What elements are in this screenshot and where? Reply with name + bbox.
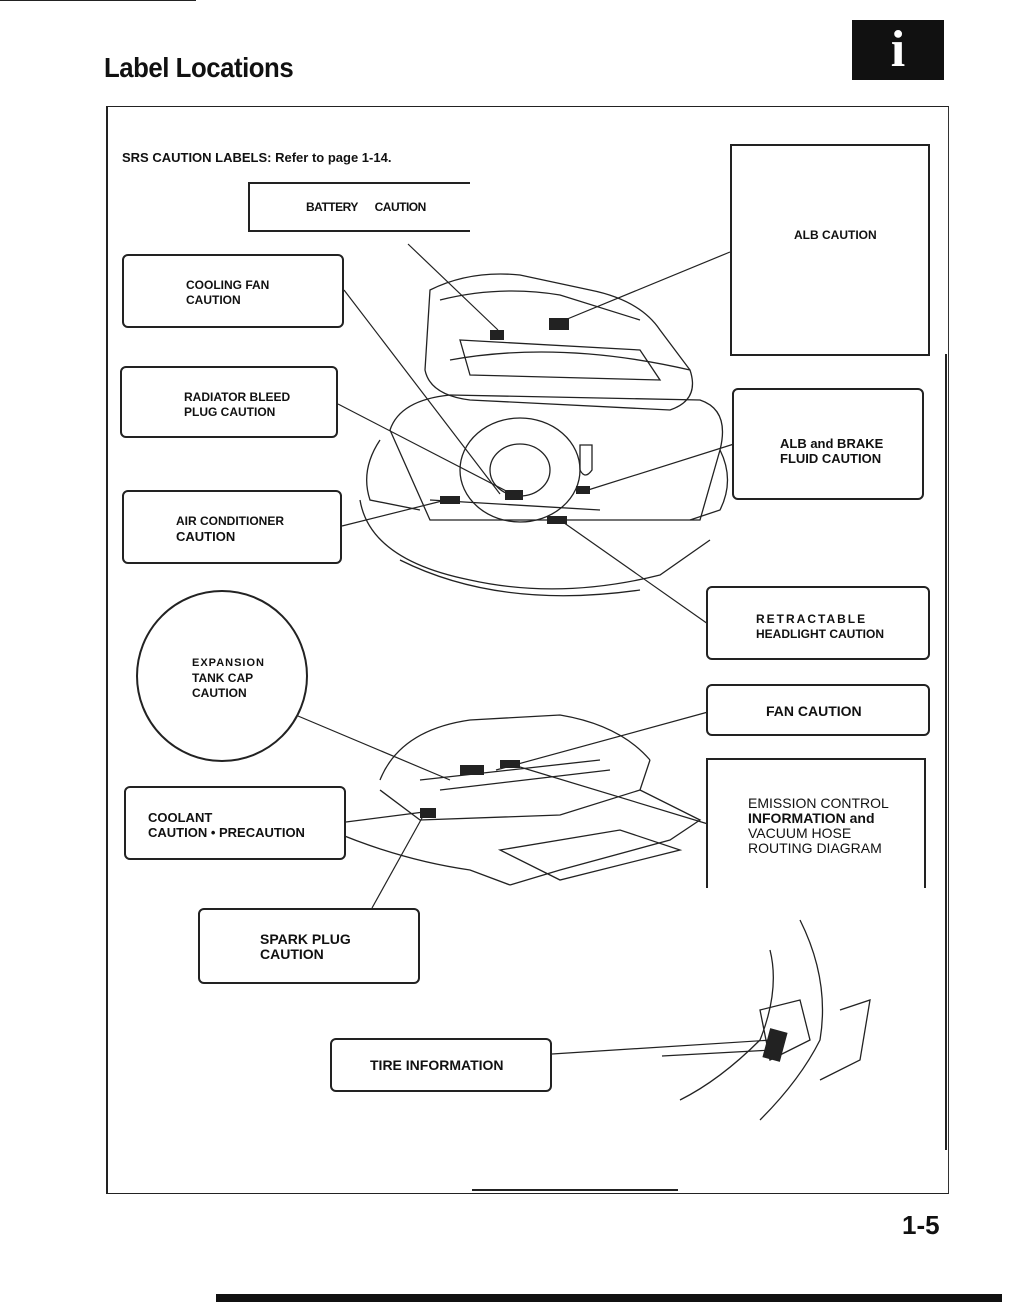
label-mark-brake (576, 486, 590, 494)
spare-tire (459, 417, 581, 523)
bottom-bar (216, 1294, 1002, 1302)
right-headlight (689, 449, 729, 521)
rear-fender-left (329, 829, 511, 886)
alb-brake-label: ALB and BRAKE FLUID CAUTION (732, 388, 924, 500)
page-number: 1-5 (902, 1210, 940, 1240)
hood-panel (459, 339, 662, 381)
fan-caution-text: FAN CAUTION (766, 703, 862, 719)
battery-caution-label: BATTERY CAUTION (248, 182, 470, 232)
door-jamb-drawing (679, 919, 871, 1121)
srs-note: SRS CAUTION LABELS: Refer to page 1-14. (122, 150, 392, 165)
label-mark-fan (460, 765, 484, 775)
hood-inner-line (439, 290, 641, 321)
info-badge-letter: i (890, 21, 906, 78)
battery-caution-text: BATTERY CAUTION (306, 200, 426, 214)
label-mark-radiator (505, 490, 523, 500)
spark-plug-line1: SPARK PLUG (260, 931, 351, 947)
ac-line1: AIR CONDITIONER (176, 514, 284, 528)
info-icon: i (852, 20, 944, 80)
front-car-drawing (359, 273, 729, 597)
engine-detail (419, 759, 611, 791)
rear-car-drawing (329, 714, 702, 886)
rear-deck (509, 789, 702, 886)
retractable-headlight-label: RETRACTABLE HEADLIGHT CAUTION (706, 586, 930, 660)
content-frame (106, 106, 949, 1194)
front-hood (424, 273, 694, 411)
label-mark-headlight (547, 516, 567, 524)
emission-line2: INFORMATION and (748, 810, 875, 826)
expansion-line1: EXPANSION (192, 657, 265, 669)
front-bumper (359, 499, 711, 590)
retractable-line2: HEADLIGHT CAUTION (756, 627, 884, 641)
radiator-bleed-label: RADIATOR BLEED PLUG CAUTION (120, 366, 338, 438)
alb-caution-label: ALB CAUTION (730, 144, 930, 356)
expansion-tank-label: EXPANSION TANK CAP CAUTION (136, 590, 308, 762)
air-conditioner-label: AIR CONDITIONER CAUTION (122, 490, 342, 564)
cooling-fan-label: COOLING FAN CAUTION (122, 254, 344, 328)
expansion-line3: CAUTION (192, 686, 247, 700)
rear-label-marks (420, 760, 520, 818)
emission-line4: ROUTING DIAGRAM (748, 840, 882, 856)
left-headlight (366, 439, 421, 511)
coolant-line2: CAUTION • PRECAUTION (148, 825, 305, 840)
emission-line1: EMISSION CONTROL (748, 795, 889, 811)
door-jamb-edge (679, 949, 774, 1101)
radiator-line2: PLUG CAUTION (184, 405, 276, 419)
tire-information-label: TIRE INFORMATION (330, 1038, 552, 1092)
rear-lid (497, 829, 683, 881)
spare-tire-hub (489, 443, 551, 497)
emission-line3: VACUUM HOSE (748, 825, 852, 841)
cooling-fan-line1: COOLING FAN (186, 278, 270, 292)
brake-reservoir (579, 444, 593, 476)
alb-brake-line1: ALB and BRAKE (780, 436, 884, 451)
engine-bay (389, 394, 724, 521)
label-mark-tire (762, 1028, 788, 1062)
top-rule (0, 0, 196, 1)
coolant-line1: COOLANT (148, 810, 213, 825)
radiator-line1: RADIATOR BLEED (184, 390, 291, 404)
cooling-fan-line2: CAUTION (186, 293, 241, 307)
windshield-edge (449, 351, 691, 371)
retractable-line1: RETRACTABLE (756, 612, 868, 626)
expansion-line2: TANK CAP (192, 671, 254, 685)
rear-body-line (379, 759, 651, 821)
alb-brake-line2: FLUID CAUTION (780, 451, 882, 466)
bumper-lower (399, 559, 641, 597)
alb-caution-text: ALB CAUTION (794, 228, 877, 242)
label-mark-ac (440, 496, 460, 504)
coolant-caution-label: COOLANT CAUTION • PRECAUTION (124, 786, 346, 860)
ac-line2: CAUTION (176, 529, 236, 544)
spark-plug-line2: CAUTION (260, 946, 324, 962)
emission-control-label: EMISSION CONTROL INFORMATION and VACUUM … (706, 758, 926, 888)
label-mark-coolant (420, 808, 436, 818)
fan-caution-label: FAN CAUTION (706, 684, 930, 736)
spark-plug-label: SPARK PLUG CAUTION (198, 908, 420, 984)
door-jamb-inner (759, 919, 824, 1121)
label-mark-battery (490, 330, 504, 340)
page-title: Label Locations (104, 52, 294, 83)
rear-hood (379, 714, 651, 781)
door-jamb-latch (819, 999, 871, 1081)
leader-lines (297, 243, 773, 1057)
tire-information-text: TIRE INFORMATION (370, 1057, 504, 1073)
